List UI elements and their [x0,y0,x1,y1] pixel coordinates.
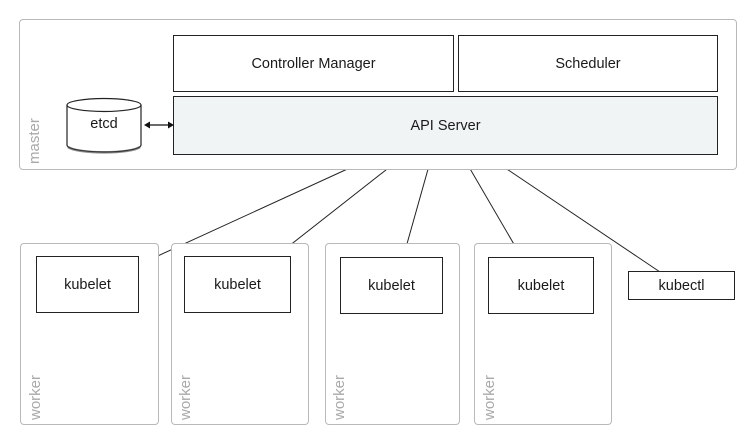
worker-label-2: worker [177,374,194,420]
master-label: master [26,118,43,164]
kubelet-box-4: kubelet [488,257,594,314]
link-api-kubelet-4 [461,154,523,259]
worker-label-4: worker [481,374,498,420]
etcd-cylinder [66,97,142,154]
controller-manager-box: Controller Manager [173,35,454,92]
kubelet-box-2: kubelet [184,256,291,313]
worker-label-1: worker [27,374,44,420]
kubelet-box-1: kubelet [36,256,139,313]
scheduler-box: Scheduler [458,35,718,92]
link-api-kubectl [485,154,661,273]
link-api-kubelet-2 [274,154,406,258]
kubelet-box-3: kubelet [340,257,443,314]
api-server-box: API Server [173,96,718,155]
link-api-kubelet-3 [402,154,433,259]
etcd-label: etcd [90,116,118,132]
kubectl-box: kubectl [628,271,735,300]
etcd-api-arrow [144,121,174,129]
worker-label-3: worker [331,374,348,420]
